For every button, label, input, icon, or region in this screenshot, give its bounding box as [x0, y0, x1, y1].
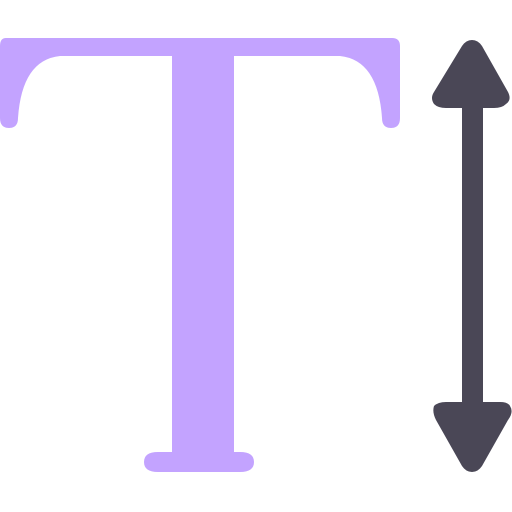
arrow-shaft: [462, 100, 483, 412]
letter-t-glyph: [0, 38, 400, 472]
arrow-head-down: [433, 402, 512, 472]
arrow-head-up: [432, 40, 510, 108]
vertical-double-arrow: [432, 40, 512, 472]
letter-t-shape: [0, 38, 400, 472]
